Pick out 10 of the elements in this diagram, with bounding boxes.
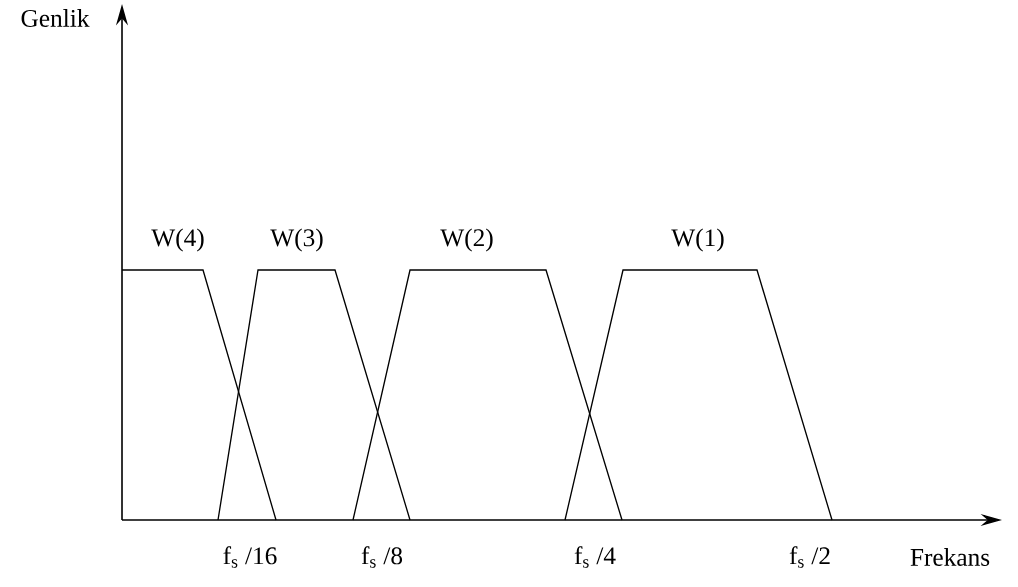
- axis-label: Frekans: [910, 548, 990, 566]
- tick-label: f$_{s}$ /16: [223, 546, 277, 568]
- filter-label: W(1): [671, 228, 724, 252]
- tick-label: f$_{s}$ /4: [574, 546, 616, 568]
- axis-label: Genlik: [21, 9, 90, 27]
- filter-label: W(3): [270, 228, 323, 252]
- filter-label: W(2): [440, 228, 493, 252]
- tick-label: f$_{s}$ /8: [361, 546, 403, 568]
- filter-label: W(4): [151, 228, 204, 252]
- tick-label: f$_{s}$ /2: [789, 546, 830, 568]
